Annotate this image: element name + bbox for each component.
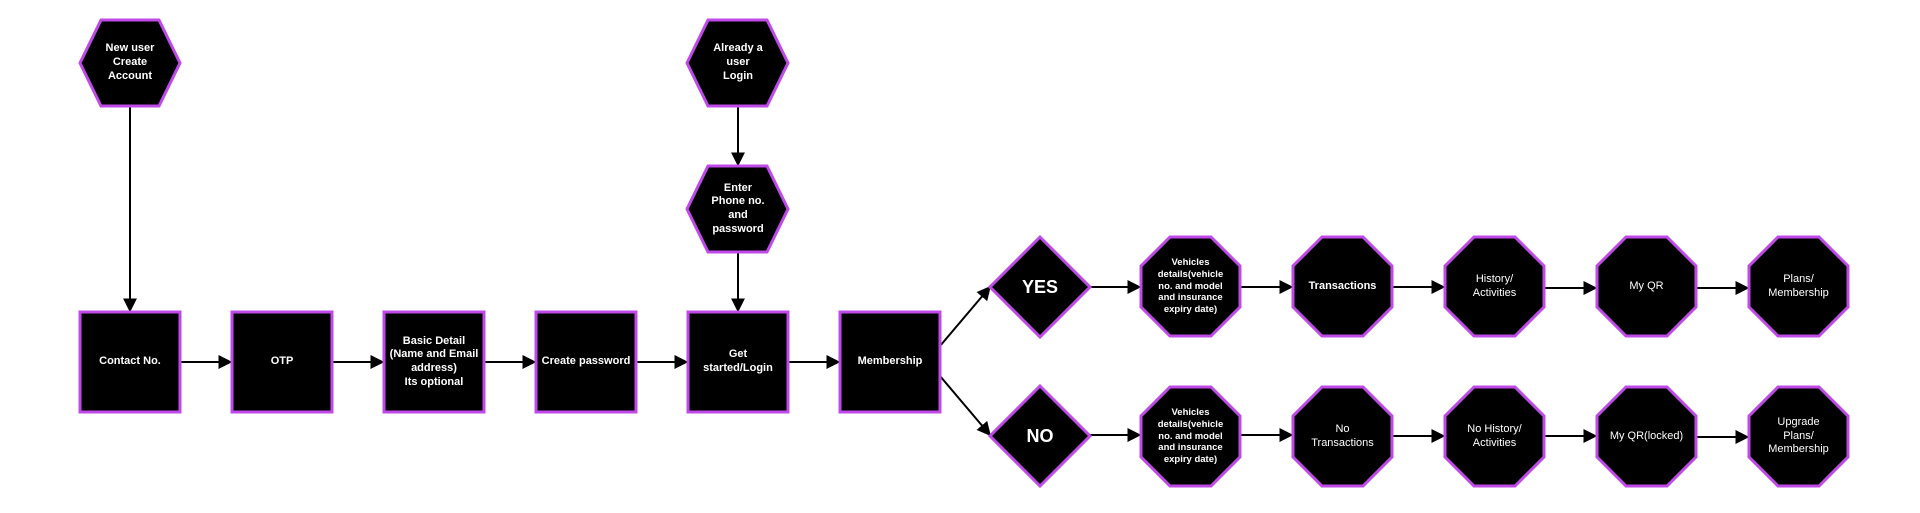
create-password-box [534,310,638,414]
my-qr-locked-octagon [1595,385,1698,488]
basic-detail-box [382,310,486,414]
no-transactions-octagon [1291,385,1394,488]
my-qr-octagon [1595,235,1698,338]
no-history-octagon [1443,385,1546,488]
get-started-box [686,310,790,414]
contact-box [78,310,182,414]
already-user-hexagon [685,18,790,108]
history-octagon [1443,235,1546,338]
plans-octagon [1747,235,1850,338]
membership-box [838,310,942,414]
vehicles-no-octagon [1139,385,1242,488]
transactions-octagon [1291,235,1394,338]
otp-box [230,310,334,414]
new-user-hexagon [78,18,182,108]
edges [123,107,1750,444]
yes-diamond [987,234,1093,340]
enter-phone-hexagon [685,164,790,254]
no-diamond [987,383,1093,489]
edge-membership-to-yes [939,285,991,347]
edge-membership-to-no [939,375,991,437]
vehicles-yes-octagon [1139,235,1242,338]
upgrade-plans-octagon [1747,385,1850,488]
